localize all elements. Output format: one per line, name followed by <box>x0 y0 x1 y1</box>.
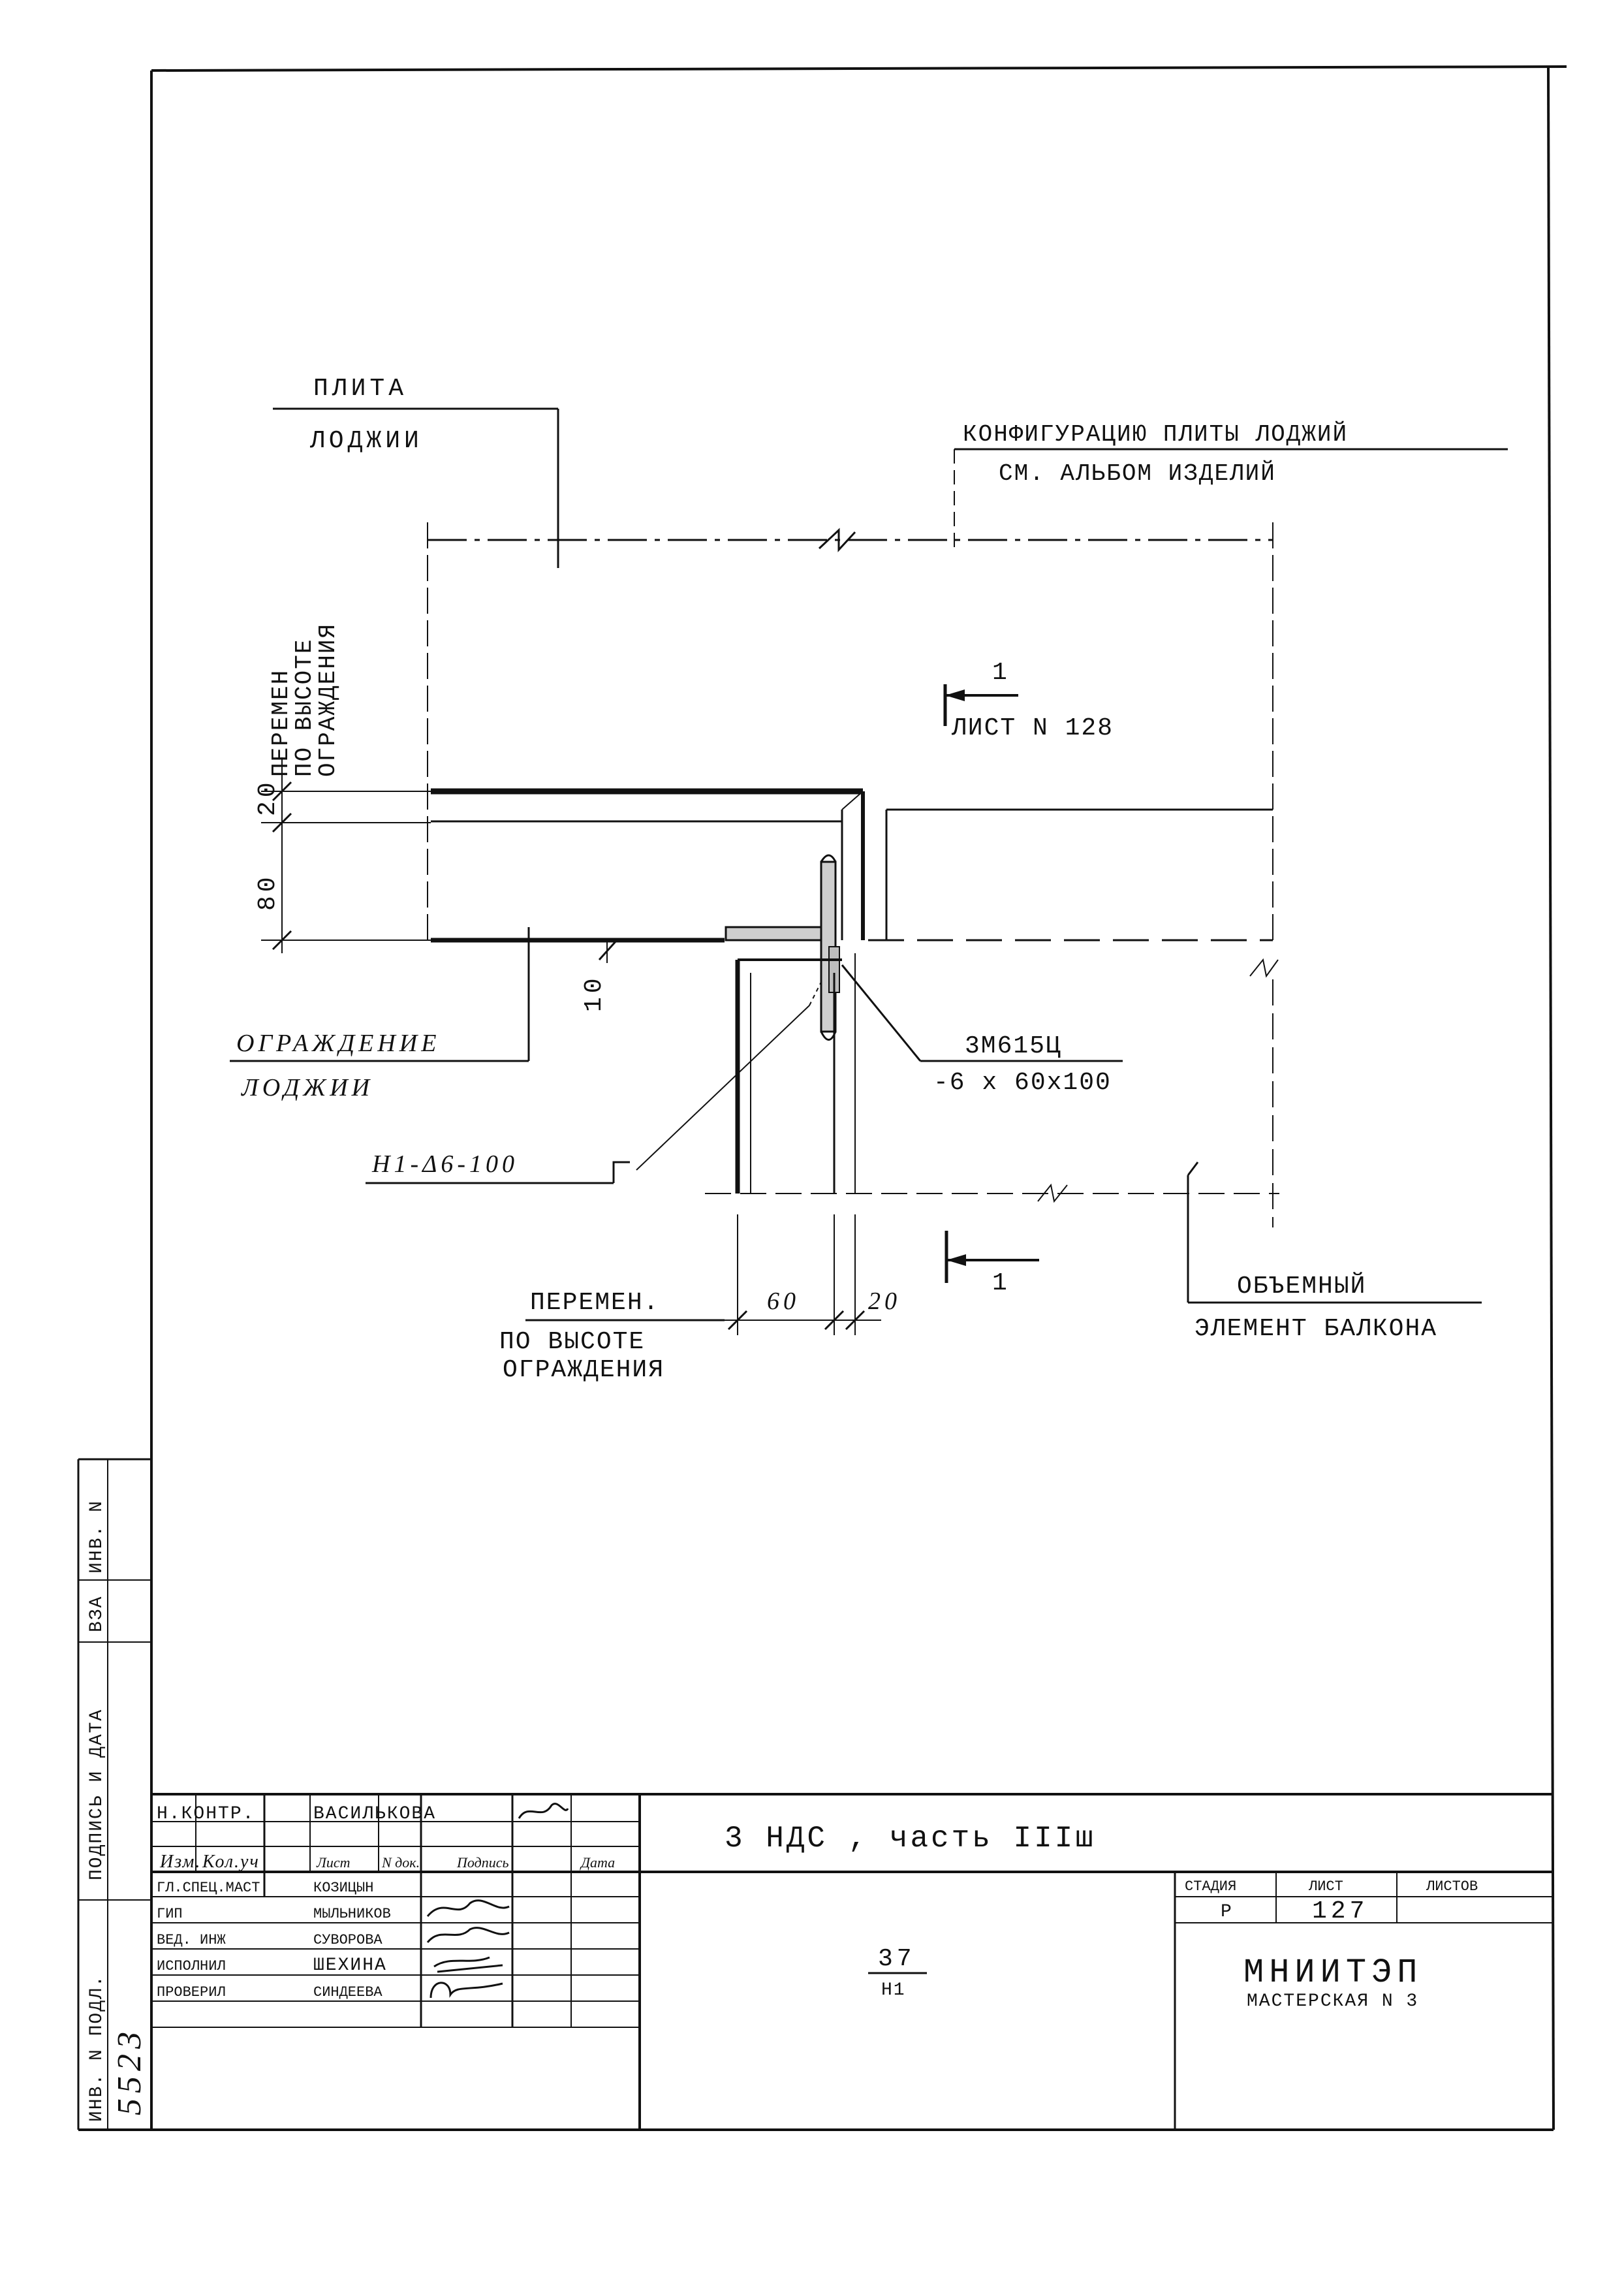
role-row-3: ИСПОЛНИЛ <box>157 1958 226 1974</box>
variable-height-note-vertical: ПЕРЕМЕН ПО ВЫСОТЕ ОГРАЖДЕНИЯ <box>268 623 341 777</box>
sheet-frame <box>78 65 1567 2131</box>
side-stamp: ИНВ. N ВЗА ПОДПИСЬ И ДАТА ИНВ. N ПОДЛ. 5… <box>77 1458 151 2130</box>
col-header-n-dok: N док. <box>381 1854 420 1871</box>
svg-text:ОГРАЖДЕНИЯ: ОГРАЖДЕНИЯ <box>315 623 341 777</box>
weld-note-line2: -6 х 60х100 <box>933 1069 1112 1097</box>
project-title: 3 НДС , часть IIIш <box>725 1822 1096 1856</box>
stage-value: Р <box>1221 1902 1233 1922</box>
org-sub: МАСТЕРСКАЯ N 3 <box>1247 1991 1418 2012</box>
fence-label-line2: ЛОДЖИИ <box>241 1074 373 1101</box>
doc-sub: Н1 <box>881 1980 906 2000</box>
sheet-header: ЛИСТ <box>1308 1878 1343 1895</box>
role-row-4: ПРОВЕРИЛ <box>157 1984 226 2000</box>
slab-label-line2: ЛОДЖИИ <box>309 427 423 455</box>
side-stamp-handwritten-number: 5523 <box>111 2027 148 2115</box>
side-stamp-signature-date: ПОДПИСЬ И ДАТА <box>87 1709 107 1880</box>
name-row-2: СУВОРОВА <box>313 1932 383 1948</box>
signatures <box>426 1803 569 1999</box>
balcony-label-line1: ОБЪЕМНЫЙ <box>1237 1271 1366 1301</box>
dim-10: 10 <box>580 974 608 1012</box>
variable-height-bottom-line1: ПЕРЕМЕН. <box>530 1289 659 1317</box>
name-row-4: СИНДЕЕВА <box>313 1984 383 2000</box>
balcony-element <box>705 808 1279 1227</box>
stage-header: СТАДИЯ <box>1185 1878 1236 1895</box>
svg-text:ПО ВЫСОТЕ: ПО ВЫСОТЕ <box>291 639 318 777</box>
role-row-2: ВЕД. ИНЖ <box>157 1932 226 1948</box>
role-row-0: ГЛ.СПЕЦ.МАСТ <box>157 1880 260 1896</box>
fence-section <box>431 788 865 1041</box>
name-row-1: МЫЛЬНИКОВ <box>313 1906 391 1922</box>
dim-20-top: 20 <box>254 778 282 816</box>
dim-60: 60 <box>767 1288 800 1315</box>
balcony-label-line2: ЭЛЕМЕНТ БАЛКОНА <box>1195 1315 1437 1343</box>
dim-80: 80 <box>254 873 282 911</box>
section-mark-bottom: 1 <box>945 1231 1039 1297</box>
col-header-signature: Подпись <box>456 1854 509 1871</box>
title-block: Н.КОНТР. ВАСИЛЬКОВА Изм. Кол.уч Лист N д… <box>151 1793 1554 2130</box>
fence-label-line1: ОГРАЖДЕНИЕ <box>236 1030 440 1057</box>
side-stamp-inv-original: ИНВ. N ПОДЛ. <box>87 1974 107 2122</box>
n-kontr-label: Н.КОНТР. <box>157 1804 255 1824</box>
role-row-1: ГИП <box>157 1906 183 1922</box>
name-row-0: КОЗИЦЫН <box>313 1880 373 1896</box>
svg-text:ПЕРЕМЕН: ПЕРЕМЕН <box>268 669 294 777</box>
col-header-kol-uch: Кол.уч <box>202 1852 260 1872</box>
side-stamp-inv: ИНВ. N <box>87 1500 107 1573</box>
section-mark-bottom-number: 1 <box>992 1269 1011 1297</box>
col-header-izm: Изм. <box>159 1852 201 1872</box>
name-row-3: ШЕХИНА <box>313 1955 387 1976</box>
sheets-header: ЛИСТОВ <box>1426 1878 1478 1895</box>
sheet-value: 127 <box>1312 1897 1368 1925</box>
section-mark-top: 1 ЛИСТ N 128 <box>943 659 1114 742</box>
config-note-line2: СМ. АЛЬБОМ ИЗДЕЛИЙ <box>999 460 1276 487</box>
variable-height-bottom-line2: ПО ВЫСОТЕ <box>499 1328 645 1356</box>
n-kontr-name: ВАСИЛЬКОВА <box>313 1804 436 1824</box>
config-note-line1: КОНФИГУРАЦИЮ ПЛИТЫ ЛОДЖИЙ <box>963 420 1348 448</box>
doc-number: 37 <box>878 1945 916 1973</box>
drawing-area: ПЛИТА ЛОДЖИИ КОНФИГУРАЦИЮ ПЛИТЫ ЛОДЖИЙ С… <box>230 375 1508 1384</box>
org-name: МНИИТЭП <box>1243 1953 1422 1992</box>
col-header-date: Дата <box>580 1854 615 1871</box>
variable-height-bottom-line3: ОГРАЖДЕНИЯ <box>503 1356 664 1384</box>
section-sheet-ref: ЛИСТ N 128 <box>951 714 1114 742</box>
rebar-note: Н1-Δ6-100 <box>371 1150 518 1178</box>
weld-note-line1: 3М615Ц <box>965 1032 1062 1060</box>
dim-20-bottom: 20 <box>868 1288 901 1315</box>
slab-label-line1: ПЛИТА <box>313 375 407 403</box>
col-header-list: Лист <box>316 1854 351 1871</box>
side-stamp-vza: ВЗА <box>87 1596 107 1632</box>
section-mark-top-number: 1 <box>992 659 1011 687</box>
